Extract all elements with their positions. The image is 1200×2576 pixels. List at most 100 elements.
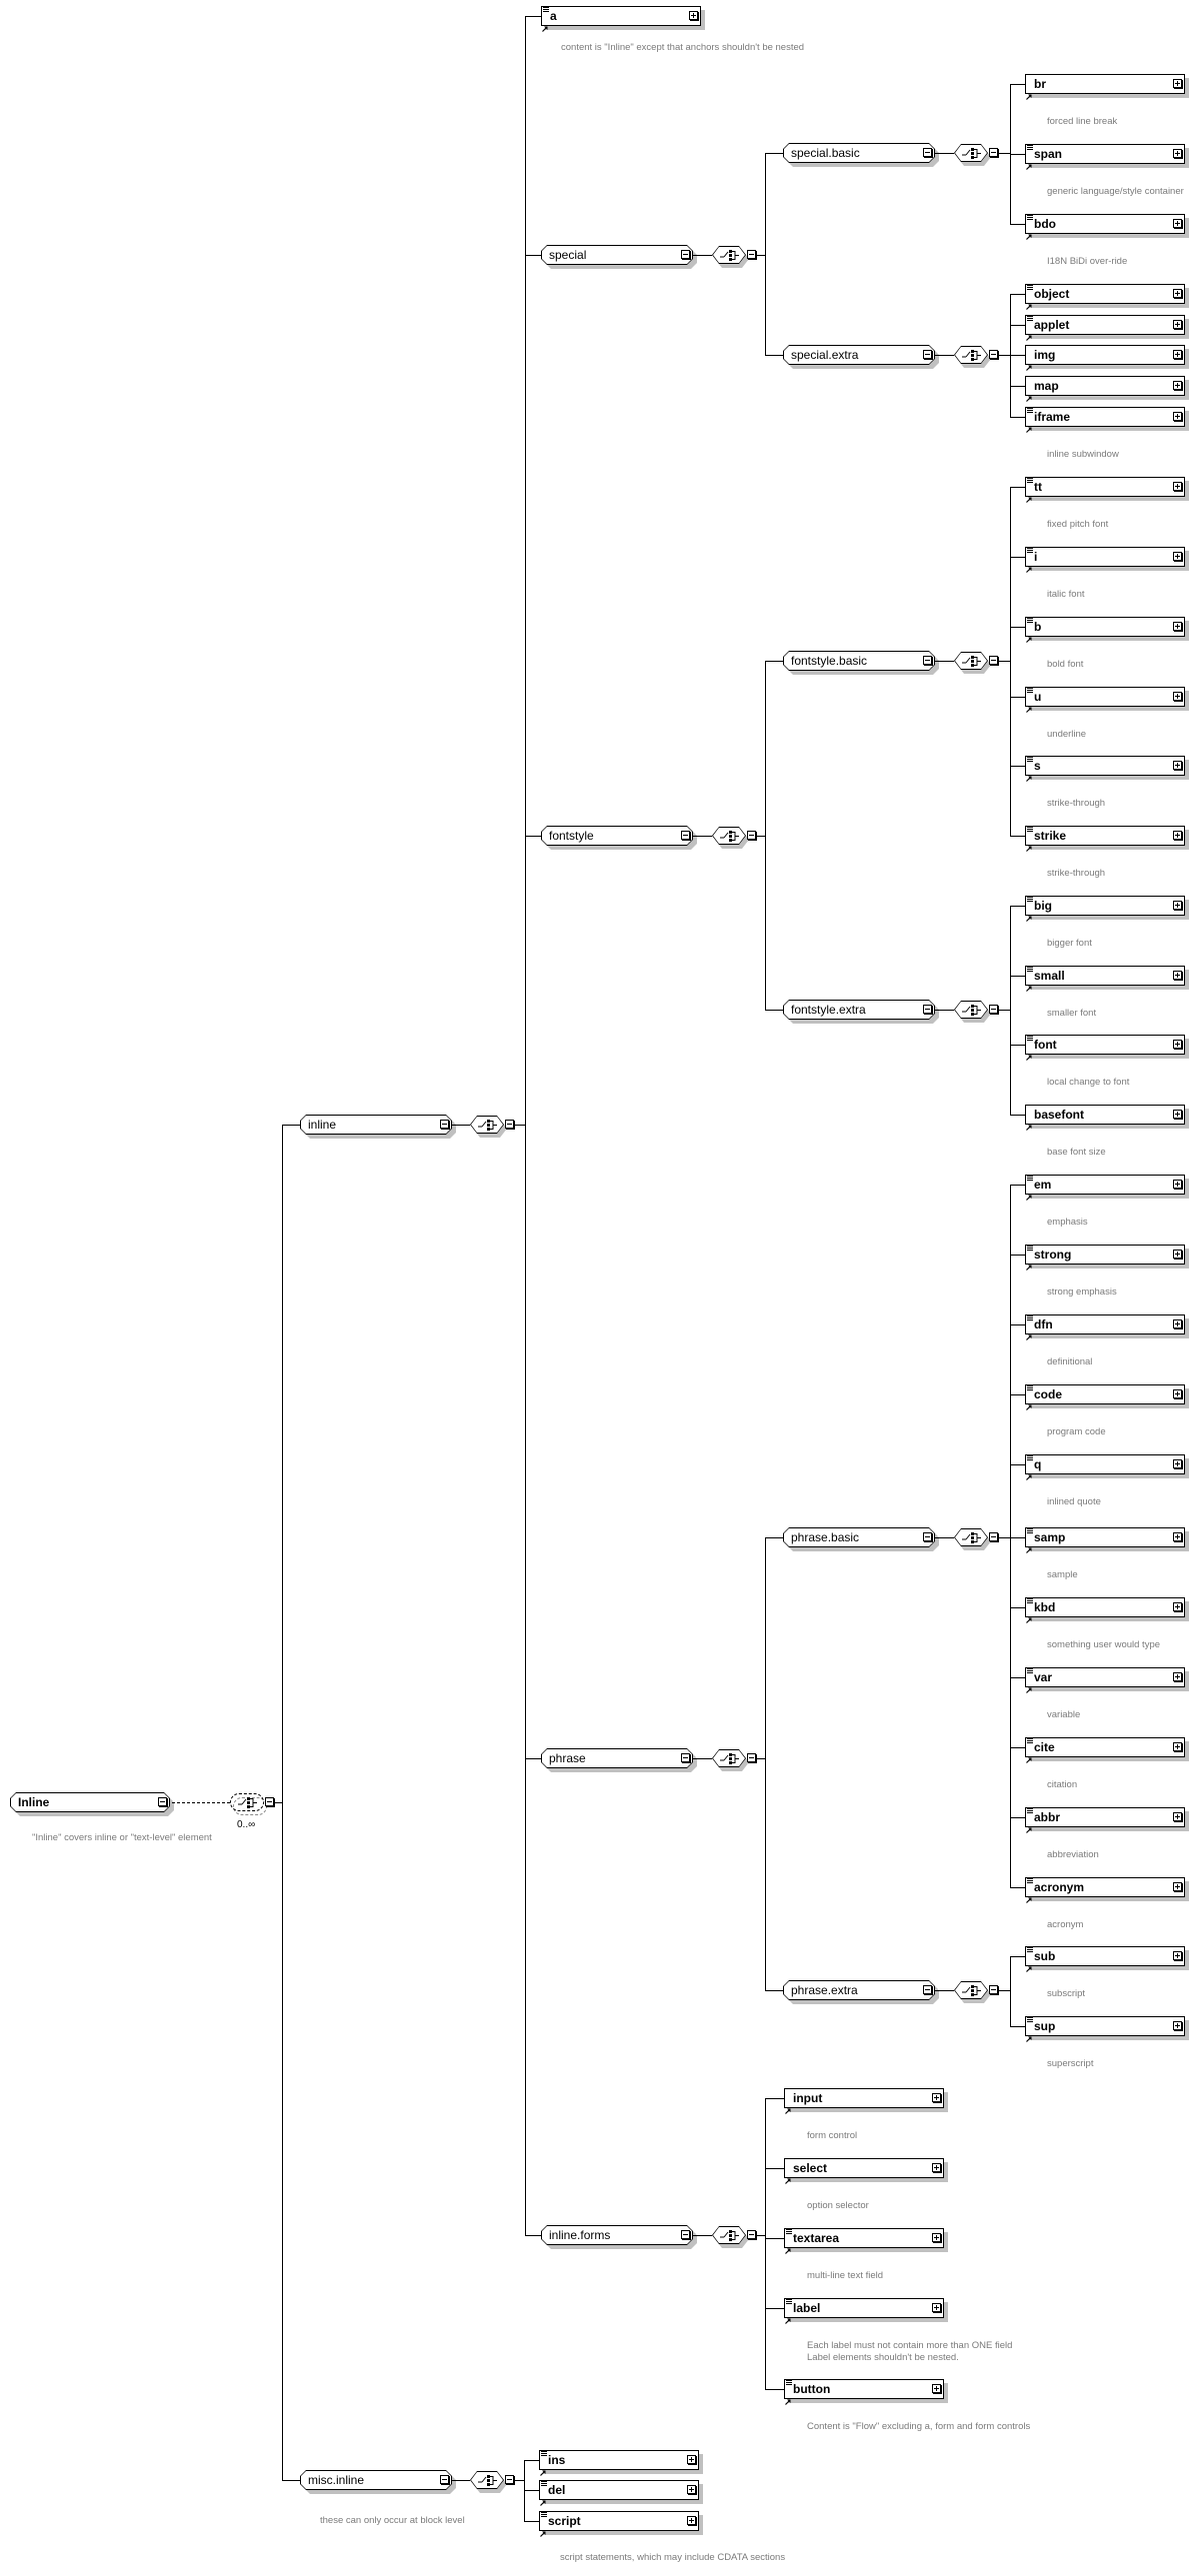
element-b[interactable]: b — [1025, 617, 1189, 643]
element-big[interactable]: big — [1025, 896, 1189, 922]
group-inline[interactable]: inline — [300, 1115, 452, 1135]
expand-icon[interactable] — [1173, 350, 1182, 359]
expand-icon[interactable] — [1173, 1459, 1182, 1468]
element-samp[interactable]: samp — [1025, 1527, 1189, 1553]
expand-icon[interactable] — [1173, 901, 1182, 910]
group-misc-inline[interactable]: misc.inline — [300, 2470, 452, 2490]
expand-icon[interactable] — [689, 11, 698, 20]
element-button[interactable]: button — [784, 2379, 948, 2405]
element-input[interactable]: input — [784, 2088, 948, 2114]
collapse-icon[interactable] — [681, 831, 690, 840]
expand-icon[interactable] — [1173, 552, 1182, 561]
element-script[interactable]: script — [539, 2511, 703, 2537]
group-phrase-extra[interactable]: phrase.extra — [783, 1980, 935, 2000]
collapse-icon[interactable] — [923, 148, 932, 157]
group-special[interactable]: special — [541, 245, 693, 265]
expand-icon[interactable] — [1173, 1180, 1182, 1189]
collapse-icon[interactable] — [747, 1753, 756, 1762]
collapse-icon[interactable] — [989, 148, 998, 157]
collapse-icon[interactable] — [923, 1532, 932, 1541]
element-textarea[interactable]: textarea — [784, 2228, 948, 2254]
expand-icon[interactable] — [1173, 381, 1182, 390]
expand-icon[interactable] — [1173, 1672, 1182, 1681]
element-br[interactable]: br — [1025, 74, 1189, 100]
expand-icon[interactable] — [1173, 1602, 1182, 1611]
element-strike[interactable]: strike — [1025, 826, 1189, 852]
element-sup[interactable]: sup — [1025, 2016, 1189, 2042]
expand-icon[interactable] — [1173, 482, 1182, 491]
expand-icon[interactable] — [1173, 219, 1182, 228]
collapse-icon[interactable] — [989, 1985, 998, 1994]
element-dfn[interactable]: dfn — [1025, 1314, 1189, 1340]
expand-icon[interactable] — [1173, 761, 1182, 770]
element-strong[interactable]: strong — [1025, 1245, 1189, 1271]
group-phrase-basic[interactable]: phrase.basic — [783, 1527, 935, 1547]
root-element-inline[interactable]: Inline — [10, 1792, 170, 1812]
element-map[interactable]: map — [1025, 376, 1189, 402]
element-select[interactable]: select — [784, 2158, 948, 2184]
collapse-icon[interactable] — [505, 1120, 514, 1129]
collapse-icon[interactable] — [265, 1797, 274, 1806]
group-fontstyle-extra[interactable]: fontstyle.extra — [783, 1000, 935, 1020]
collapse-icon[interactable] — [505, 2475, 514, 2484]
element-a[interactable]: a — [541, 6, 705, 32]
element-applet[interactable]: applet — [1025, 315, 1189, 341]
expand-icon[interactable] — [1173, 1812, 1182, 1821]
expand-icon[interactable] — [1173, 2021, 1182, 2030]
expand-icon[interactable] — [1173, 320, 1182, 329]
expand-icon[interactable] — [1173, 831, 1182, 840]
collapse-icon[interactable] — [923, 1985, 932, 1994]
expand-icon[interactable] — [1173, 79, 1182, 88]
collapse-icon[interactable] — [681, 2230, 690, 2239]
collapse-icon[interactable] — [989, 350, 998, 359]
group-inline-forms[interactable]: inline.forms — [541, 2225, 693, 2245]
element-var[interactable]: var — [1025, 1667, 1189, 1693]
element-del[interactable]: del — [539, 2480, 703, 2506]
element-bdo[interactable]: bdo — [1025, 214, 1189, 240]
element-sub[interactable]: sub — [1025, 1946, 1189, 1972]
expand-icon[interactable] — [1173, 971, 1182, 980]
collapse-icon[interactable] — [989, 1005, 998, 1014]
expand-icon[interactable] — [1173, 149, 1182, 158]
expand-icon[interactable] — [1173, 1389, 1182, 1398]
expand-icon[interactable] — [1173, 1319, 1182, 1328]
collapse-icon[interactable] — [440, 2475, 449, 2484]
collapse-icon[interactable] — [747, 250, 756, 259]
group-fontstyle-basic[interactable]: fontstyle.basic — [783, 651, 935, 671]
collapse-icon[interactable] — [923, 350, 932, 359]
collapse-icon[interactable] — [747, 2230, 756, 2239]
group-fontstyle[interactable]: fontstyle — [541, 826, 693, 846]
element-acronym[interactable]: acronym — [1025, 1877, 1189, 1903]
expand-icon[interactable] — [1173, 412, 1182, 421]
expand-icon[interactable] — [1173, 1742, 1182, 1751]
expand-icon[interactable] — [932, 2384, 941, 2393]
group-special-basic[interactable]: special.basic — [783, 143, 935, 163]
expand-icon[interactable] — [1173, 1882, 1182, 1891]
expand-icon[interactable] — [1173, 1110, 1182, 1119]
element-tt[interactable]: tt — [1025, 477, 1189, 503]
collapse-icon[interactable] — [989, 656, 998, 665]
expand-icon[interactable] — [1173, 1040, 1182, 1049]
element-u[interactable]: u — [1025, 687, 1189, 713]
element-kbd[interactable]: kbd — [1025, 1597, 1189, 1623]
element-i[interactable]: i — [1025, 547, 1189, 573]
element-iframe[interactable]: iframe — [1025, 407, 1189, 433]
expand-icon[interactable] — [932, 2233, 941, 2242]
element-basefont[interactable]: basefont — [1025, 1105, 1189, 1131]
expand-icon[interactable] — [932, 2163, 941, 2172]
element-small[interactable]: small — [1025, 966, 1189, 992]
expand-icon[interactable] — [1173, 289, 1182, 298]
group-special-extra[interactable]: special.extra — [783, 345, 935, 365]
element-span[interactable]: span — [1025, 144, 1189, 170]
expand-icon[interactable] — [687, 2455, 696, 2464]
element-label[interactable]: label — [784, 2298, 948, 2324]
collapse-icon[interactable] — [681, 1753, 690, 1762]
expand-icon[interactable] — [1173, 622, 1182, 631]
element-s[interactable]: s — [1025, 756, 1189, 782]
expand-icon[interactable] — [687, 2516, 696, 2525]
element-em[interactable]: em — [1025, 1175, 1189, 1201]
expand-icon[interactable] — [1173, 692, 1182, 701]
element-font[interactable]: font — [1025, 1035, 1189, 1061]
expand-icon[interactable] — [1173, 1532, 1182, 1541]
expand-icon[interactable] — [932, 2093, 941, 2102]
